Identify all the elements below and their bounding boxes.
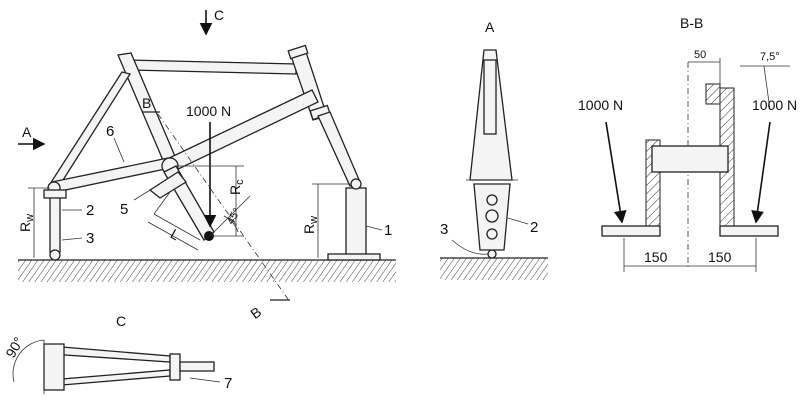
- rw-left-label: Rw: [17, 214, 36, 232]
- dim-150-left-label: 150: [644, 249, 668, 265]
- section-bb-title: B-B: [680, 15, 703, 31]
- rc-label: Rc: [227, 179, 246, 195]
- angle-45-arc: [223, 215, 239, 233]
- dim-150-right-label: 150: [708, 249, 732, 265]
- part-5-label: 5: [120, 201, 128, 218]
- l-dimension-line: [147, 221, 199, 251]
- section-bb-top-bracket: [705, 83, 721, 105]
- rear-support-head: [43, 189, 67, 199]
- view-c-part-7: 7: [224, 375, 232, 392]
- force-label-main: 1000 N: [186, 103, 231, 119]
- section-bb-left-pedal: [601, 225, 661, 237]
- front-support-base: [327, 253, 381, 261]
- view-c-upper-stay: [49, 345, 171, 363]
- view-c-leader-7: [189, 377, 221, 383]
- part-2-label: 2: [86, 202, 94, 219]
- ground-hatch: [18, 260, 396, 282]
- load-point: [204, 231, 214, 241]
- fork-leg: [317, 111, 361, 187]
- lever-edge-line-2: [153, 213, 201, 241]
- rw-right-label: Rw: [301, 216, 320, 234]
- head-tube-top-cap: [287, 44, 309, 60]
- view-a-ground-hatch: [440, 258, 548, 280]
- view-a-leader-2: [507, 217, 529, 225]
- view-a-part-3: 3: [440, 221, 448, 238]
- section-b-top-label: B: [142, 95, 151, 111]
- section-line-b: [157, 113, 291, 303]
- front-support-post: [345, 187, 367, 257]
- part-6-label: 6: [106, 123, 114, 140]
- front-dropout: [350, 178, 362, 190]
- view-a-roller: [487, 249, 497, 259]
- view-a-seat-tube: [483, 59, 497, 135]
- view-a-title: A: [485, 19, 495, 35]
- leader-1: [365, 225, 383, 231]
- angle-45-ray: [209, 195, 251, 237]
- top-tube: [125, 59, 297, 75]
- view-a: A 2 3: [440, 19, 548, 280]
- view-a-leader-3: [451, 239, 489, 255]
- leader-6: [113, 137, 125, 163]
- section-b-bottom-label: B: [247, 303, 264, 321]
- view-c: C 90° 7: [2, 313, 232, 394]
- view-c-lower-stay: [49, 369, 171, 387]
- loading-lever-web: [148, 171, 187, 199]
- angle-45-label: 45°: [225, 206, 244, 226]
- angle-7-5-label: 7,5°: [760, 51, 780, 63]
- section-bb-force-right-label: 1000 N: [752, 97, 797, 113]
- view-c-spindle: [179, 361, 215, 372]
- lever-edge-line: [153, 191, 171, 215]
- rear-support-post: [49, 195, 61, 253]
- view-a-hole-1: [486, 194, 498, 206]
- section-bb-force-left: [605, 121, 627, 224]
- view-c-bracket: [169, 353, 181, 381]
- view-c-title: C: [116, 313, 126, 329]
- section-bb-force-left-label: 1000 N: [578, 97, 623, 113]
- view-a-hole-2: [485, 209, 499, 223]
- section-bb: B-B 50 7,5° 1000 N 1000 N 150 150: [578, 15, 797, 272]
- part-3-label: 3: [86, 230, 94, 247]
- main-side-view: 1000 N B B 45° Rc L Rw Rw: [17, 7, 396, 322]
- view-c-angle-arc: [12, 339, 45, 383]
- leader-5: [133, 183, 161, 201]
- l-label: L: [168, 225, 183, 243]
- view-c-angle-label: 90°: [2, 334, 26, 360]
- part-1-label: 1: [384, 222, 392, 239]
- view-a-part-2: 2: [530, 219, 538, 236]
- view-a-hole-3: [486, 228, 498, 240]
- leader-3: [61, 237, 83, 241]
- dim-50-label: 50: [694, 49, 706, 61]
- section-bb-force-right: [751, 121, 771, 224]
- view-arrow-a-label: A: [22, 124, 32, 140]
- section-bb-right-pedal: [719, 225, 779, 237]
- view-c-dropout-block: [43, 343, 65, 391]
- rear-roller: [49, 249, 61, 261]
- section-bb-bearing: [651, 145, 729, 173]
- angle-7-5-ray: [763, 65, 771, 111]
- view-arrow-c-label: C: [214, 7, 224, 23]
